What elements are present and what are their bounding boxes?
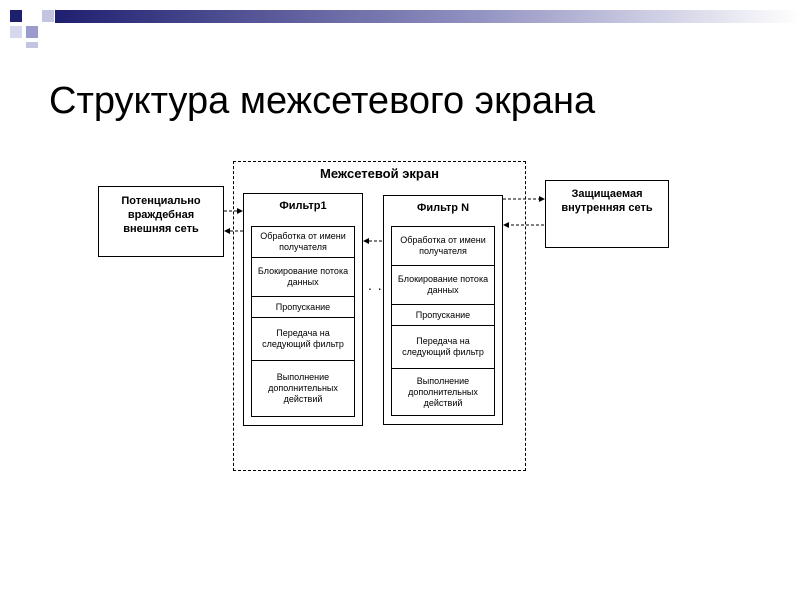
filter-1-title: Фильтр1 <box>279 200 327 212</box>
gradient-band <box>55 10 800 23</box>
internal-network-label: Защищаемая внутренняя сеть <box>561 188 653 214</box>
filter-1-cell-block: Блокирование потока данных <box>251 257 355 297</box>
firewall-frame <box>233 161 526 471</box>
filter-1-cell-next: Передача на следующий фильтр <box>251 317 355 361</box>
corner-square-2 <box>26 26 38 38</box>
corner-square-5 <box>10 26 22 38</box>
corner-square-3 <box>42 10 54 22</box>
internal-network-box: Защищаемая внутренняя сеть <box>545 180 669 248</box>
filter-n-title: Фильтр N <box>416 202 470 214</box>
filter-n-cell-block: Блокирование потока данных <box>391 265 495 305</box>
filter-n-cell-next: Передача на следующий фильтр <box>391 325 495 369</box>
external-network-box: Потенциально враждебная внешняя сеть <box>98 186 224 257</box>
firewall-label: Межсетевой экран <box>320 166 439 181</box>
corner-square-1 <box>10 10 22 22</box>
filter-n-cell-extra: Выполнение дополнительных действий <box>391 368 495 416</box>
filter-ellipsis: . . <box>368 277 383 293</box>
filter-n: Фильтр N Обработка от имени получателя Б… <box>383 195 503 425</box>
corner-square-4 <box>26 42 38 48</box>
filter-1-cell-extra: Выполнение дополнительных действий <box>251 360 355 417</box>
filter-1-cell-receiver: Обработка от имени получателя <box>251 226 355 258</box>
slide-title: Структура межсетевого экрана <box>49 80 596 122</box>
filter-1: Фильтр1 Обработка от имени получателя Бл… <box>243 193 363 426</box>
top-decoration-bar <box>0 0 800 48</box>
external-network-label: Потенциально враждебная внешняя сеть <box>121 195 201 235</box>
